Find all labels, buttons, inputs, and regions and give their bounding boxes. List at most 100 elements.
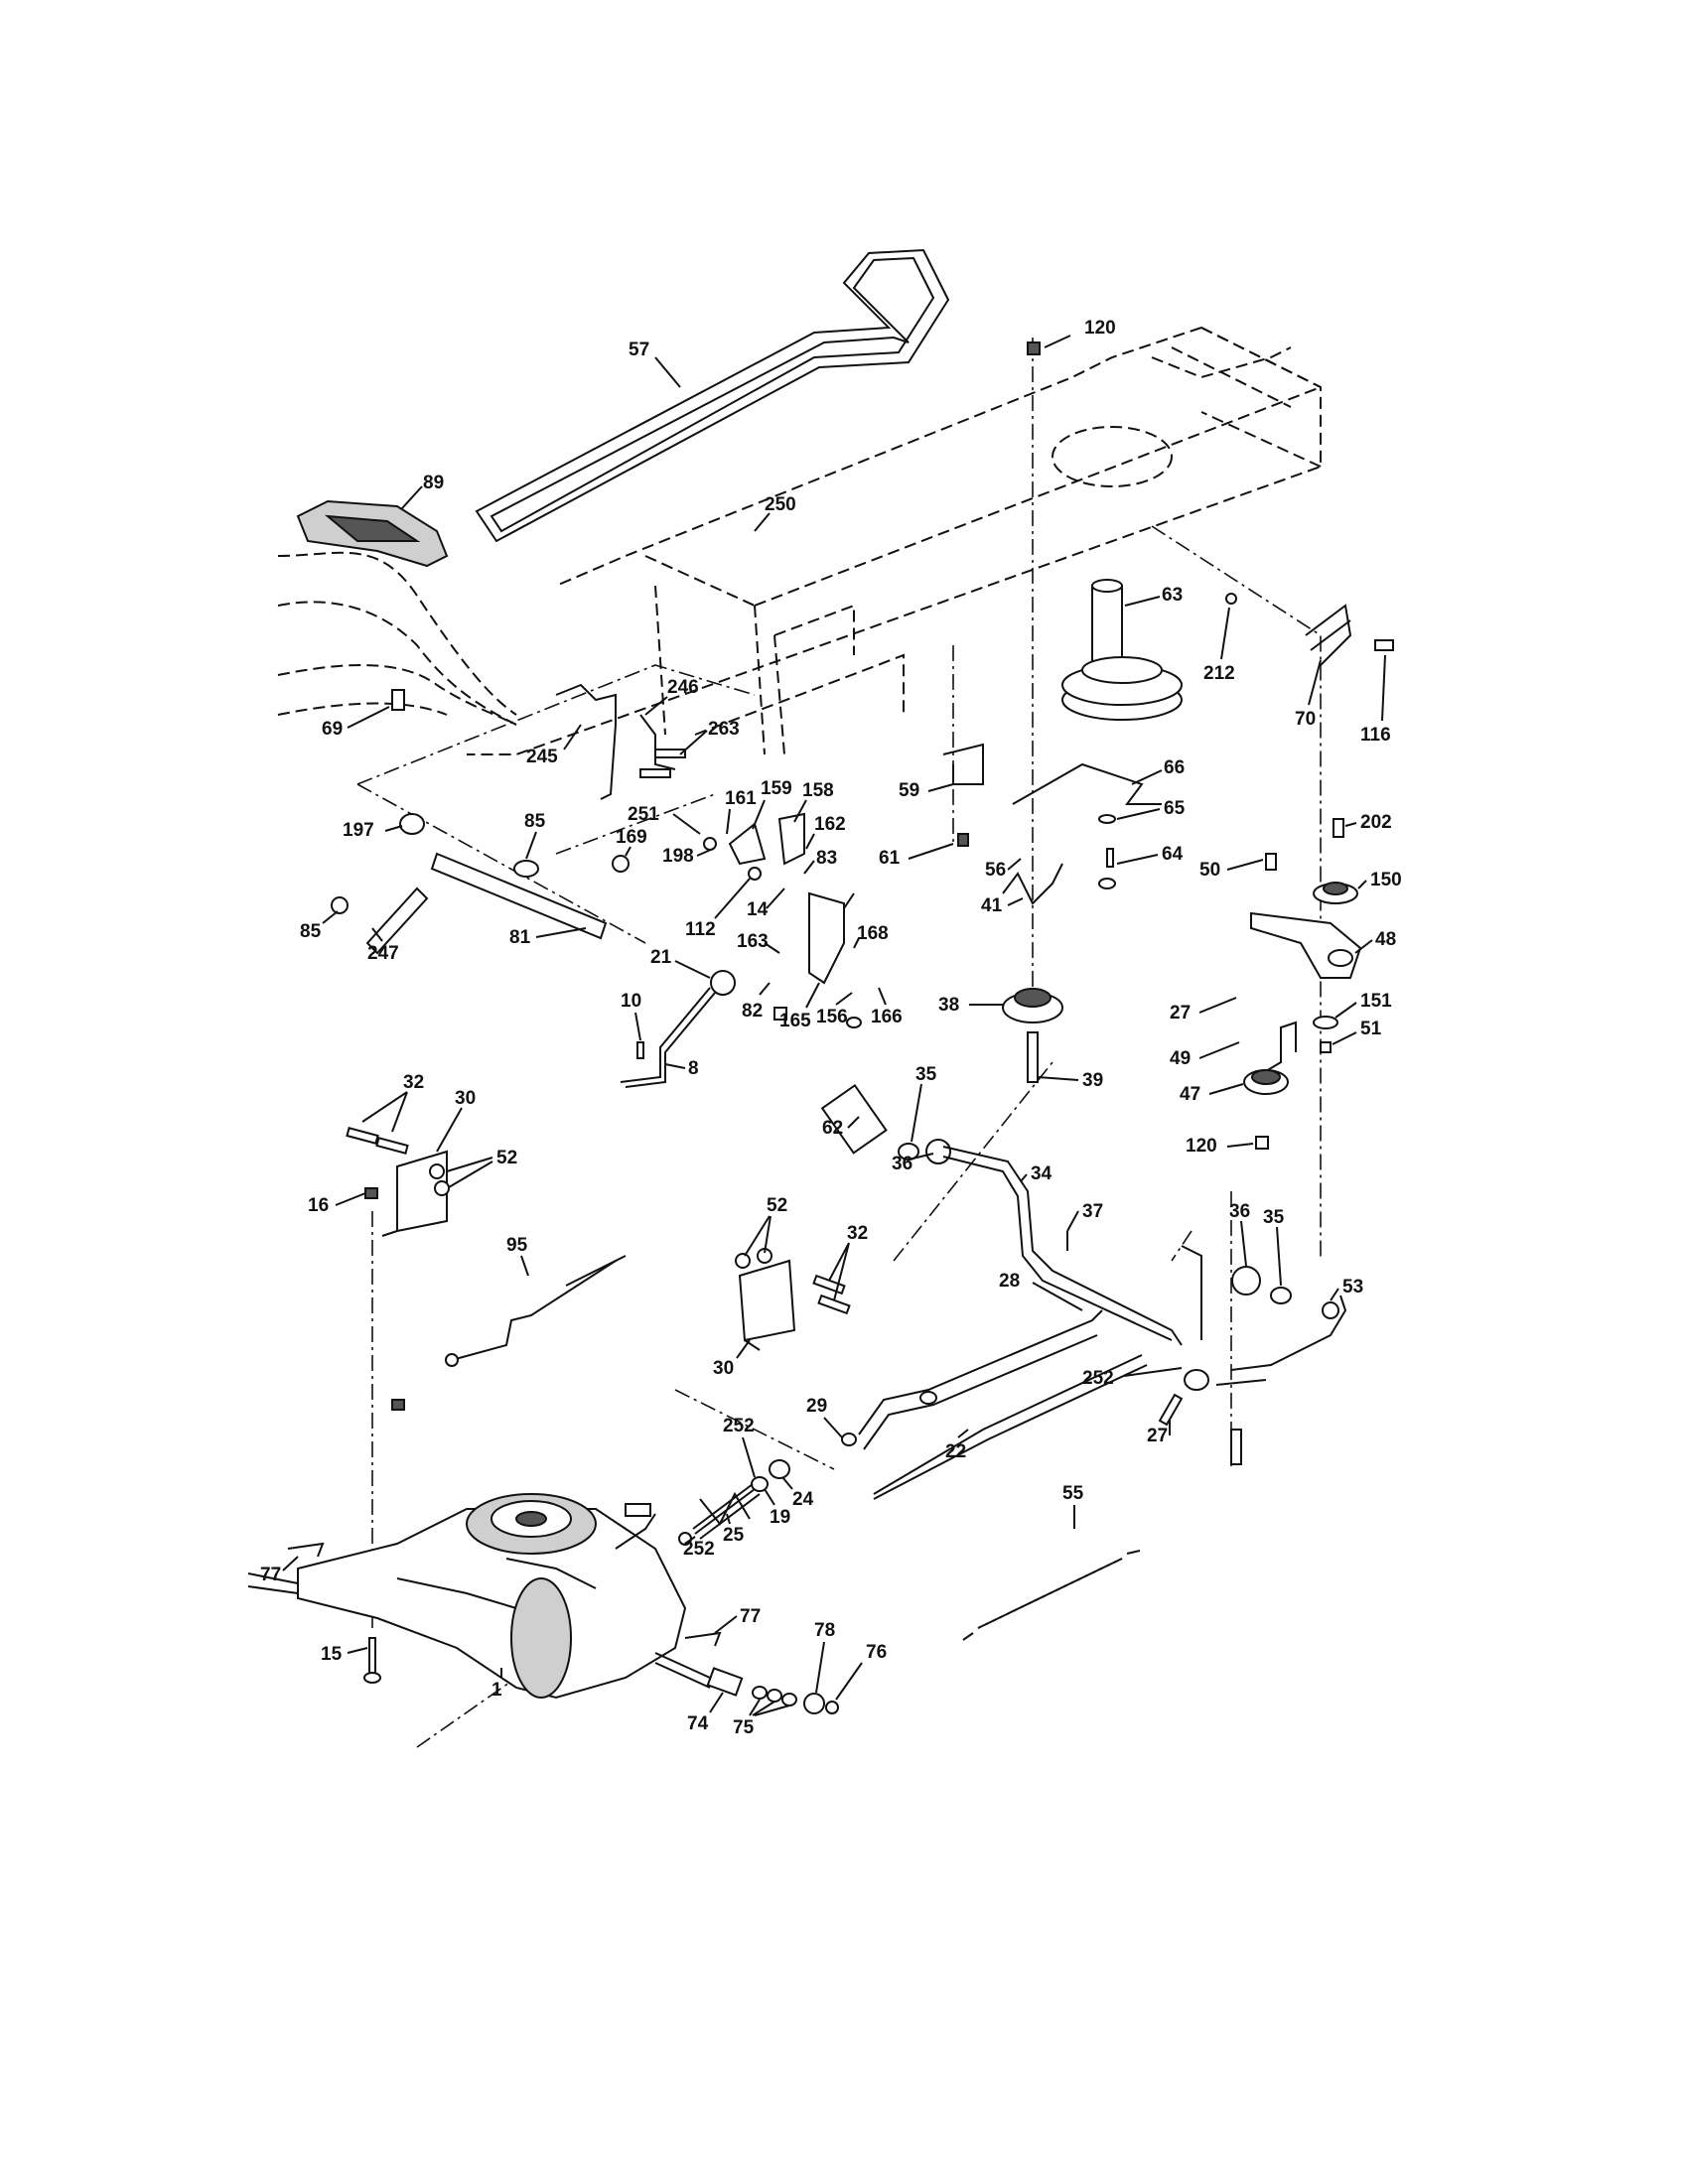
- part-label-41: 41: [981, 895, 1003, 916]
- knob-rod: [620, 970, 736, 1088]
- part-label-62: 62: [822, 1118, 843, 1139]
- part-label-78: 78: [814, 1620, 835, 1641]
- part-label-76: 76: [866, 1642, 887, 1663]
- part-label-21: 21: [650, 947, 672, 968]
- idler-bracket-assembly: [1243, 882, 1362, 1150]
- part-label-64: 64: [1162, 844, 1184, 865]
- spring-55: [962, 1550, 1141, 1641]
- part-label-36: 36: [1229, 1201, 1250, 1222]
- axle-washers: [752, 1686, 839, 1714]
- part-label-15: 15: [321, 1644, 343, 1665]
- part-label-48: 48: [1375, 929, 1396, 950]
- part-label-85: 85: [524, 811, 546, 832]
- drive-belt-57: [475, 248, 950, 543]
- part-label-245: 245: [526, 747, 558, 767]
- part-label-52: 52: [496, 1148, 517, 1168]
- part-label-158: 158: [802, 780, 834, 801]
- part-label-169: 169: [616, 827, 647, 848]
- part-label-52: 52: [767, 1195, 787, 1216]
- part-label-38: 38: [938, 995, 959, 1016]
- part-label-39: 39: [1082, 1070, 1103, 1091]
- part-label-57: 57: [629, 340, 649, 360]
- part-label-53: 53: [1342, 1277, 1363, 1297]
- part-label-166: 166: [871, 1007, 903, 1027]
- part-label-70: 70: [1295, 709, 1316, 730]
- part-label-197: 197: [343, 820, 374, 841]
- part-label-14: 14: [747, 899, 769, 920]
- part-label-1: 1: [491, 1680, 502, 1701]
- part-label-251: 251: [628, 804, 659, 825]
- spring-assembly: [678, 1433, 857, 1546]
- part-label-19: 19: [770, 1507, 790, 1528]
- chassis-frame: [467, 327, 1322, 755]
- part-label-69: 69: [322, 719, 343, 740]
- shaft-assembly-34: [820, 1084, 1347, 1386]
- part-label-252: 252: [723, 1416, 755, 1436]
- part-label-161: 161: [725, 788, 757, 809]
- part-label-82: 82: [742, 1001, 763, 1022]
- bracket-245: [555, 683, 686, 800]
- part-label-30: 30: [713, 1358, 734, 1379]
- part-label-198: 198: [662, 846, 694, 867]
- part-label-30: 30: [455, 1088, 476, 1109]
- part-label-159: 159: [761, 778, 792, 799]
- transaxle-1: [247, 1493, 744, 1700]
- part-label-34: 34: [1031, 1163, 1052, 1184]
- part-label-83: 83: [816, 848, 837, 869]
- part-label-163: 163: [737, 931, 769, 952]
- part-label-28: 28: [999, 1271, 1020, 1292]
- pedal-shaft-81: [331, 813, 608, 955]
- small-hardware: [391, 341, 1344, 889]
- part-label-162: 162: [814, 814, 846, 835]
- part-label-165: 165: [779, 1011, 811, 1031]
- bracket-41: [1002, 863, 1063, 905]
- part-label-27: 27: [1147, 1426, 1168, 1446]
- part-label-35: 35: [1263, 1207, 1285, 1228]
- part-label-61: 61: [879, 848, 901, 869]
- part-label-49: 49: [1170, 1048, 1191, 1069]
- part-label-202: 202: [1360, 812, 1392, 833]
- part-label-77: 77: [740, 1606, 761, 1627]
- part-label-168: 168: [857, 923, 889, 944]
- part-label-55: 55: [1062, 1483, 1084, 1504]
- bracket-70: [1305, 604, 1394, 666]
- rod-95: [445, 1255, 627, 1367]
- part-label-120: 120: [1084, 318, 1116, 339]
- part-label-63: 63: [1162, 585, 1183, 606]
- part-label-212: 212: [1203, 663, 1235, 684]
- part-label-24: 24: [792, 1489, 814, 1510]
- part-label-51: 51: [1360, 1019, 1382, 1039]
- part-label-59: 59: [899, 780, 919, 801]
- bracket-30-upper: [346, 1127, 450, 1237]
- clips-and-bolt: [287, 1399, 722, 1684]
- part-label-247: 247: [367, 943, 399, 964]
- part-label-27: 27: [1170, 1003, 1191, 1024]
- part-label-16: 16: [308, 1195, 329, 1216]
- part-label-250: 250: [765, 494, 796, 515]
- rod-59: [942, 743, 984, 785]
- part-label-150: 150: [1370, 870, 1402, 890]
- bracket-30-lower: [735, 1248, 851, 1351]
- part-label-32: 32: [403, 1072, 424, 1093]
- part-label-35: 35: [915, 1064, 937, 1085]
- part-label-75: 75: [733, 1717, 755, 1738]
- rod-66: [1012, 762, 1162, 805]
- part-label-50: 50: [1199, 860, 1220, 881]
- part-number-labels: 120 57 89 250 63 212 70 116 246 263 245 …: [260, 318, 1402, 1738]
- part-label-156: 156: [816, 1007, 848, 1027]
- brake-assembly: [612, 812, 862, 1028]
- part-label-32: 32: [847, 1223, 868, 1244]
- fender-outline: [277, 551, 517, 726]
- spindle-pulley-63: [1061, 579, 1183, 721]
- part-label-85: 85: [300, 921, 322, 942]
- part-label-77: 77: [260, 1565, 281, 1585]
- part-label-10: 10: [621, 991, 641, 1012]
- part-label-65: 65: [1164, 798, 1186, 819]
- part-label-37: 37: [1082, 1201, 1103, 1222]
- part-label-246: 246: [667, 677, 699, 698]
- part-label-74: 74: [687, 1713, 709, 1734]
- part-label-36: 36: [892, 1154, 912, 1174]
- control-rods: [858, 1309, 1242, 1500]
- part-label-66: 66: [1164, 757, 1185, 778]
